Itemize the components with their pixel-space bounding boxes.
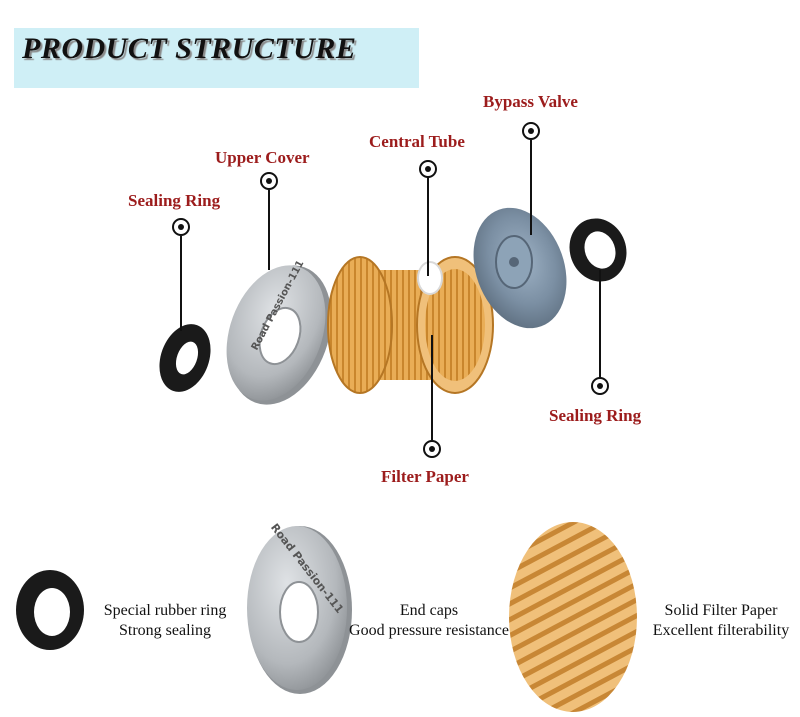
feature-filter-paper-image: [509, 522, 637, 712]
feature-caption-rubber-ring: Special rubber ring Strong sealing: [90, 601, 240, 641]
label-sealing-ring-right: Sealing Ring: [549, 406, 642, 425]
sealing-ring-left-part: [159, 324, 211, 392]
feature-filter-paper-line2: Excellent filterability: [652, 622, 790, 639]
marker-filter-paper: [423, 440, 441, 458]
marker-central-tube: [419, 160, 437, 178]
label-bypass-valve: Bypass Valve: [483, 92, 578, 111]
page-title: PRODUCT STRUCTURE: [22, 32, 357, 65]
feature-rubber-ring-line1: Special rubber ring: [103, 602, 227, 619]
filter-paper-part: [327, 256, 494, 394]
feature-caption-end-caps: End caps Good pressure resistance: [348, 601, 510, 641]
label-filter-paper: Filter Paper: [381, 467, 469, 486]
label-upper-cover: Upper Cover: [215, 148, 310, 167]
title-banner: [14, 28, 419, 88]
sealing-ring-right-part: [569, 218, 627, 282]
leader-line-filter-paper: [431, 335, 433, 440]
bypass-valve-part: [473, 207, 567, 329]
leader-line-central-tube: [427, 176, 429, 276]
label-sealing-ring-left: Sealing Ring: [128, 191, 221, 210]
feature-rubber-ring-line2: Strong sealing: [119, 622, 211, 639]
marker-sealing-left: [172, 218, 190, 236]
marker-sealing-right: [591, 377, 609, 395]
marker-bypass-valve: [522, 122, 540, 140]
feature-caption-filter-paper: Solid Filter Paper Excellent filterabili…: [648, 601, 794, 641]
leader-line-sealing-right: [599, 270, 601, 380]
leader-line-upper-cover: [268, 190, 270, 270]
feature-end-cap-image: [247, 526, 352, 694]
feature-end-caps-line2: Good pressure resistance: [349, 622, 509, 639]
marker-upper-cover: [260, 172, 278, 190]
feature-rubber-ring-image: [16, 570, 84, 650]
leader-line-sealing-left: [180, 236, 182, 331]
label-central-tube: Central Tube: [369, 132, 465, 151]
feature-filter-paper-line1: Solid Filter Paper: [664, 602, 778, 619]
leader-line-bypass: [530, 140, 532, 235]
feature-end-caps-line1: End caps: [399, 602, 459, 619]
upper-cover-part: [226, 265, 332, 405]
